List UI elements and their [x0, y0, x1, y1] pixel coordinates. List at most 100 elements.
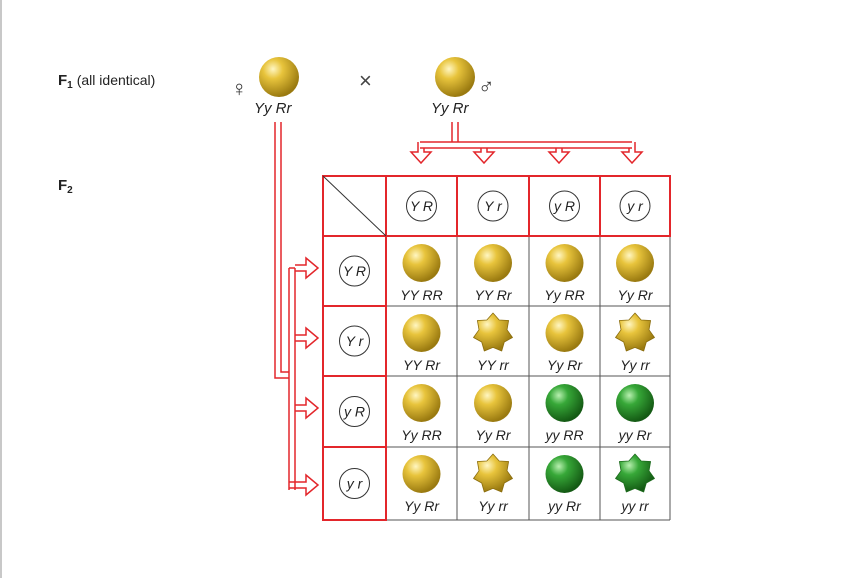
offspring-cell: YY rr	[473, 312, 513, 373]
left-border	[0, 0, 2, 578]
round-seed	[616, 384, 654, 422]
wrinkled-seed	[473, 453, 513, 493]
offspring-genotype: Yy RR	[544, 287, 584, 303]
gamete-circle	[339, 396, 370, 427]
offspring-cell: Yy RR	[544, 244, 585, 303]
round-seed	[545, 455, 584, 493]
f1-note: (all identical)	[76, 72, 156, 88]
gamete-label: y r	[626, 198, 644, 214]
female-parent-seed	[259, 57, 299, 97]
gamete-label: Y R	[410, 198, 433, 214]
gamete-label: y R	[343, 404, 365, 420]
offspring-genotype: Yy Rr	[404, 498, 440, 514]
wrinkled-seed	[615, 312, 655, 352]
gamete-circle	[549, 190, 580, 222]
female-gamete: Y r	[339, 325, 370, 357]
female-parent-genotype: Yy Rr	[254, 100, 292, 117]
corner-diagonal	[322, 175, 387, 237]
male-arrow-heads	[409, 142, 644, 165]
male-gamete: y R	[549, 190, 580, 222]
offspring-genotype: Yy rr	[620, 357, 651, 373]
offspring-genotype: yy Rr	[618, 427, 653, 443]
f1-label-sub: 1	[67, 80, 73, 91]
round-seed	[474, 244, 512, 282]
gamete-label: y R	[553, 198, 575, 214]
f2-label: F2	[58, 177, 73, 196]
female-arrow-stem	[274, 122, 289, 379]
offspring-genotype: yy Rr	[547, 498, 582, 514]
round-seed	[402, 244, 441, 282]
round-seed	[545, 384, 584, 422]
offspring-genotype: Yy Rr	[476, 427, 512, 443]
gamete-circle	[477, 190, 509, 222]
male-gamete-arrows	[409, 122, 644, 165]
gamete-circles: Y R Y R Y r Y r y R y R y r y r	[339, 190, 651, 499]
gamete-circle	[619, 190, 651, 222]
offspring-cell: yy Rr	[545, 455, 584, 514]
male-gamete: Y r	[477, 190, 509, 222]
round-seed	[545, 314, 584, 352]
round-seed	[616, 244, 654, 282]
gamete-label: Y r	[484, 198, 503, 214]
offspring-cell: Yy Rr	[616, 244, 654, 303]
male-gamete: y r	[619, 190, 651, 222]
gamete-circle	[339, 255, 370, 287]
offspring-genotype: YY RR	[400, 287, 443, 303]
female-arrow-bar	[288, 268, 296, 490]
offspring-cell: Yy RR	[401, 384, 442, 443]
offspring-cell: YY Rr	[402, 314, 441, 373]
cross-symbol: ×	[359, 68, 372, 93]
gamete-label: Y r	[346, 333, 365, 349]
female-gamete: y R	[339, 396, 370, 427]
female-gamete: y r	[339, 468, 370, 499]
male-arrow-stem	[451, 122, 459, 142]
female-gamete: Y R	[339, 255, 370, 287]
f2-label-sub: 2	[67, 185, 73, 196]
offspring-genotype: yy rr	[620, 498, 650, 514]
offspring-genotype: YY Rr	[474, 287, 512, 303]
gamete-circle	[339, 468, 370, 499]
round-seed	[402, 384, 441, 422]
offspring-cell: Yy Rr	[545, 314, 584, 373]
female-symbol: ♀	[231, 76, 248, 101]
female-gamete-arrows	[274, 122, 320, 497]
offspring-cell: YY Rr	[474, 244, 513, 303]
offspring-genotype: Yy rr	[478, 498, 509, 514]
male-arrow-bar	[420, 141, 632, 149]
female-gamete-header-cell	[322, 446, 387, 521]
round-seed	[402, 314, 441, 352]
round-seed	[402, 455, 441, 493]
f1-label: F1(all identical)	[58, 72, 155, 91]
offspring-genotype: YY Rr	[403, 357, 441, 373]
offspring-cell: Yy Rr	[402, 455, 441, 514]
offspring-cell: Yy rr	[473, 453, 513, 514]
f1-label-main: F	[58, 72, 68, 89]
offspring-cell: YY RR	[400, 244, 443, 303]
offspring-cell: Yy rr	[615, 312, 655, 373]
offspring-cell: Yy Rr	[474, 384, 512, 443]
wrinkled-seed	[615, 453, 655, 493]
offspring-genotype: Yy Rr	[618, 287, 654, 303]
offspring-cell: yy Rr	[616, 384, 654, 443]
offspring-cell: yy RR	[544, 384, 584, 443]
male-parent-genotype: Yy Rr	[431, 100, 469, 117]
corner-cell	[322, 175, 387, 237]
male-parent-seed	[435, 57, 475, 97]
male-gamete-header-cell	[599, 175, 671, 237]
wrinkled-seed	[473, 312, 513, 352]
round-seed	[545, 244, 584, 282]
offspring-genotype: yy RR	[544, 427, 583, 443]
gamete-label: y r	[346, 476, 364, 492]
punnett-cells: YY RR YY Rr Yy RR Yy Rr YY Rr YY rr Yy Rr Yy rr…	[400, 244, 655, 514]
gamete-label: Y R	[343, 263, 366, 279]
gamete-circle	[406, 190, 437, 222]
offspring-genotype: Yy Rr	[547, 357, 583, 373]
offspring-genotype: YY rr	[477, 357, 510, 373]
offspring-cell: yy rr	[615, 453, 655, 514]
female-arrow-heads	[289, 256, 320, 497]
offspring-genotype: Yy RR	[401, 427, 441, 443]
punnett-grid	[322, 175, 671, 521]
male-gamete: Y R	[406, 190, 437, 222]
male-symbol: ♂	[478, 74, 495, 99]
